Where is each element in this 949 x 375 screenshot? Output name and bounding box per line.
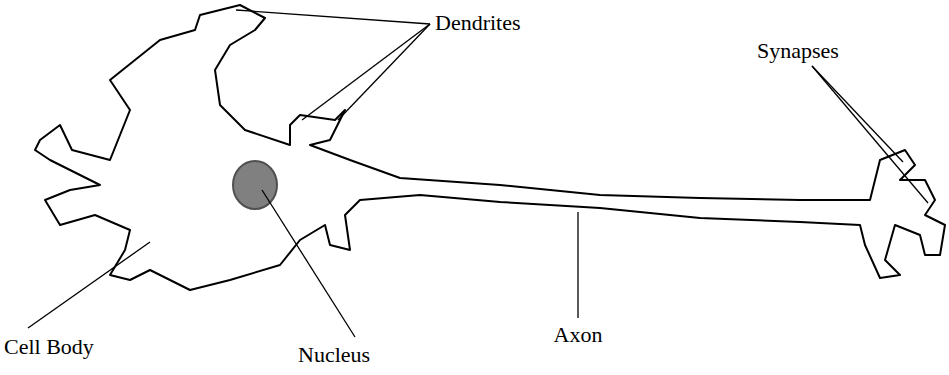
label-holder: Nucleus [298, 342, 370, 368]
nucleus-shape [233, 161, 277, 209]
part-label: Dendrites [435, 10, 521, 36]
leader-line [28, 242, 150, 328]
part-label: Cell Body [4, 334, 94, 360]
label-holder: Cell Body [4, 334, 94, 360]
leader-line [236, 10, 430, 24]
leader-line [262, 190, 355, 337]
leader-line [812, 66, 903, 162]
neuron-outline [35, 5, 945, 290]
part-label: Nucleus [298, 342, 370, 368]
part-label: Synapses [757, 38, 839, 64]
label-holder: Synapses [757, 38, 839, 64]
leader-line [302, 24, 430, 120]
label-holder: Axon [554, 322, 603, 348]
leader-line [812, 66, 928, 203]
label-holder: Dendrites [435, 10, 521, 36]
part-label: Axon [554, 322, 603, 348]
leader-line [577, 212, 578, 318]
leader-line [338, 24, 430, 120]
